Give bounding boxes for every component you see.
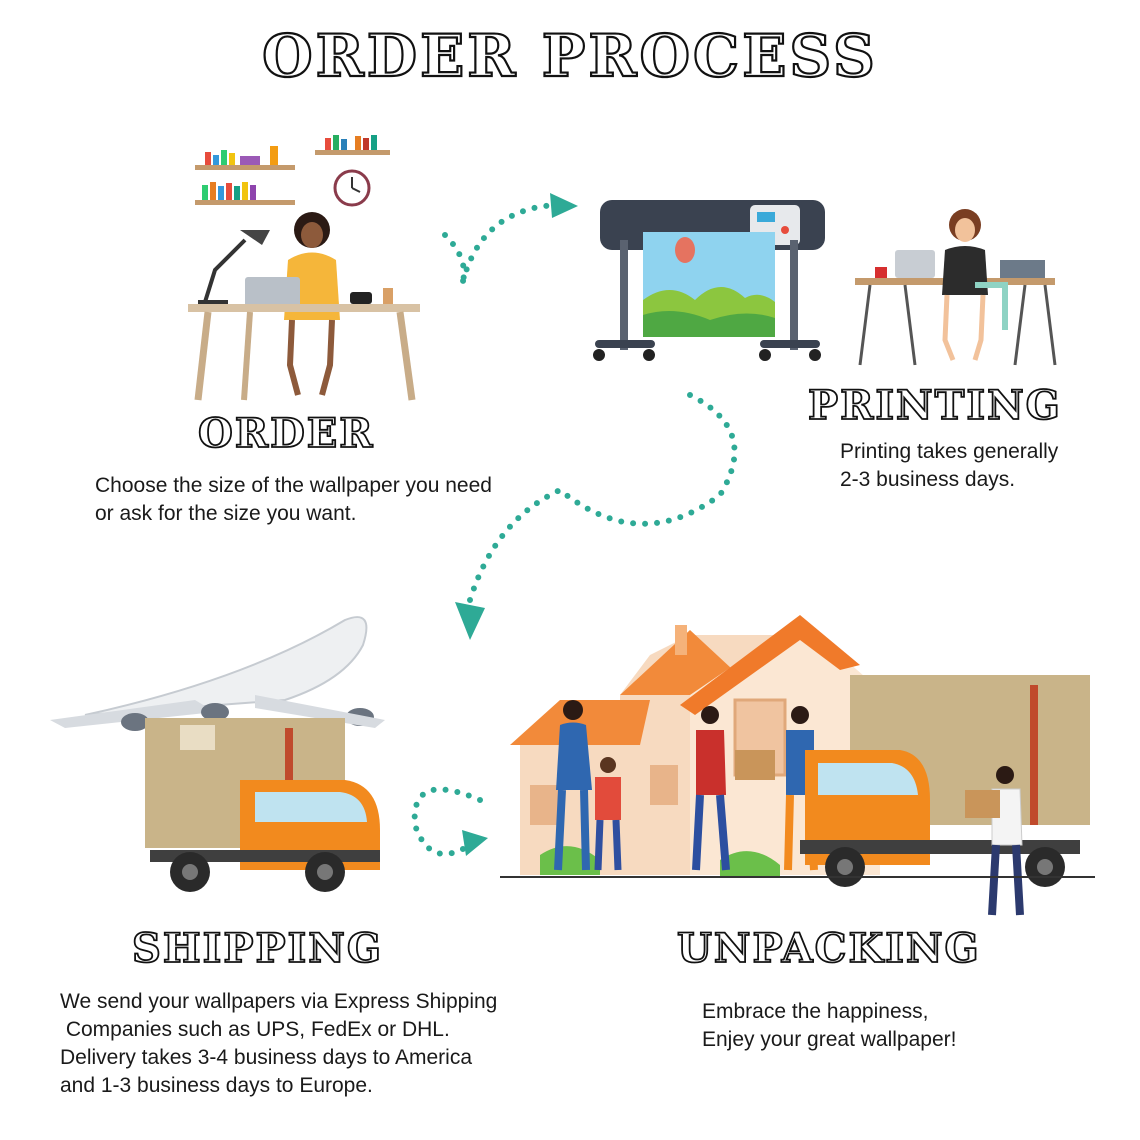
- step-description-shipping: We send your wallpapers via Express Ship…: [60, 988, 497, 1100]
- description-line: or ask for the size you want.: [95, 502, 357, 525]
- mug-icon: [875, 267, 887, 278]
- desk-lamp-icon: [198, 230, 270, 305]
- bookshelf-icon: [195, 135, 390, 205]
- airplane-icon: [50, 616, 385, 731]
- description-line: Embrace the happiness,: [702, 1000, 929, 1023]
- step-description-printing: Printing takes generally 2-3 business da…: [840, 438, 1058, 494]
- description-line: Companies such as UPS, FedEx or DHL.: [60, 1018, 450, 1041]
- large-format-printer-icon: [593, 200, 825, 361]
- office-worker-icon: [855, 209, 1057, 366]
- laptop-icon: [245, 277, 300, 307]
- order-illustration: [188, 135, 420, 401]
- desk-icon: [188, 304, 420, 401]
- delivery-truck-icon: [145, 718, 380, 892]
- description-line: We send your wallpapers via Express Ship…: [60, 990, 498, 1013]
- book-stack-icon: [1000, 260, 1045, 278]
- parcel-box-icon: [735, 750, 775, 780]
- arrow-printing-to-shipping: [467, 392, 738, 603]
- coffee-cup-icon: [383, 288, 393, 304]
- shipping-illustration: [50, 616, 385, 892]
- delivery-truck-icon: [800, 675, 1090, 887]
- step-title-printing: PRINTING: [807, 381, 1062, 430]
- description-line: Printing takes generally: [840, 440, 1059, 463]
- arrow-order-to-printing: [442, 202, 558, 286]
- description-line: and 1-3 business days to Europe.: [60, 1074, 373, 1097]
- description-line: Delivery takes 3-4 business days to Amer…: [60, 1046, 473, 1069]
- step-title-order: ORDER: [197, 409, 375, 458]
- step-description-unpacking: Embrace the happiness, Enjey your great …: [702, 998, 956, 1054]
- parcel-box-icon: [965, 790, 1000, 818]
- family-icon: [554, 700, 622, 871]
- person-on-phone-icon: [284, 212, 340, 396]
- arrowhead-icon: [462, 830, 488, 856]
- bush-icon: [720, 851, 780, 877]
- clock-icon: [333, 169, 371, 207]
- delivery-man-icon: [965, 766, 1024, 916]
- step-description-order: Choose the size of the wallpaper you nee…: [95, 472, 492, 528]
- arrow-shipping-to-unpacking: [411, 786, 483, 857]
- unpacking-illustration: [500, 615, 1095, 916]
- description-line: Enjey your great wallpaper!: [702, 1028, 957, 1051]
- arrowhead-icon: [455, 602, 485, 640]
- laptop-icon: [895, 250, 935, 278]
- step-title-shipping: SHIPPING: [131, 924, 383, 973]
- telephone-icon: [350, 292, 372, 304]
- printing-illustration: [593, 200, 1057, 366]
- step-title-unpacking: UNPACKING: [676, 924, 981, 973]
- house-icon: [510, 615, 880, 875]
- description-line: 2-3 business days.: [840, 468, 1016, 491]
- arrowhead-icon: [550, 193, 578, 218]
- page-title: ORDER PROCESS: [261, 21, 878, 91]
- description-line: Choose the size of the wallpaper you nee…: [95, 474, 492, 497]
